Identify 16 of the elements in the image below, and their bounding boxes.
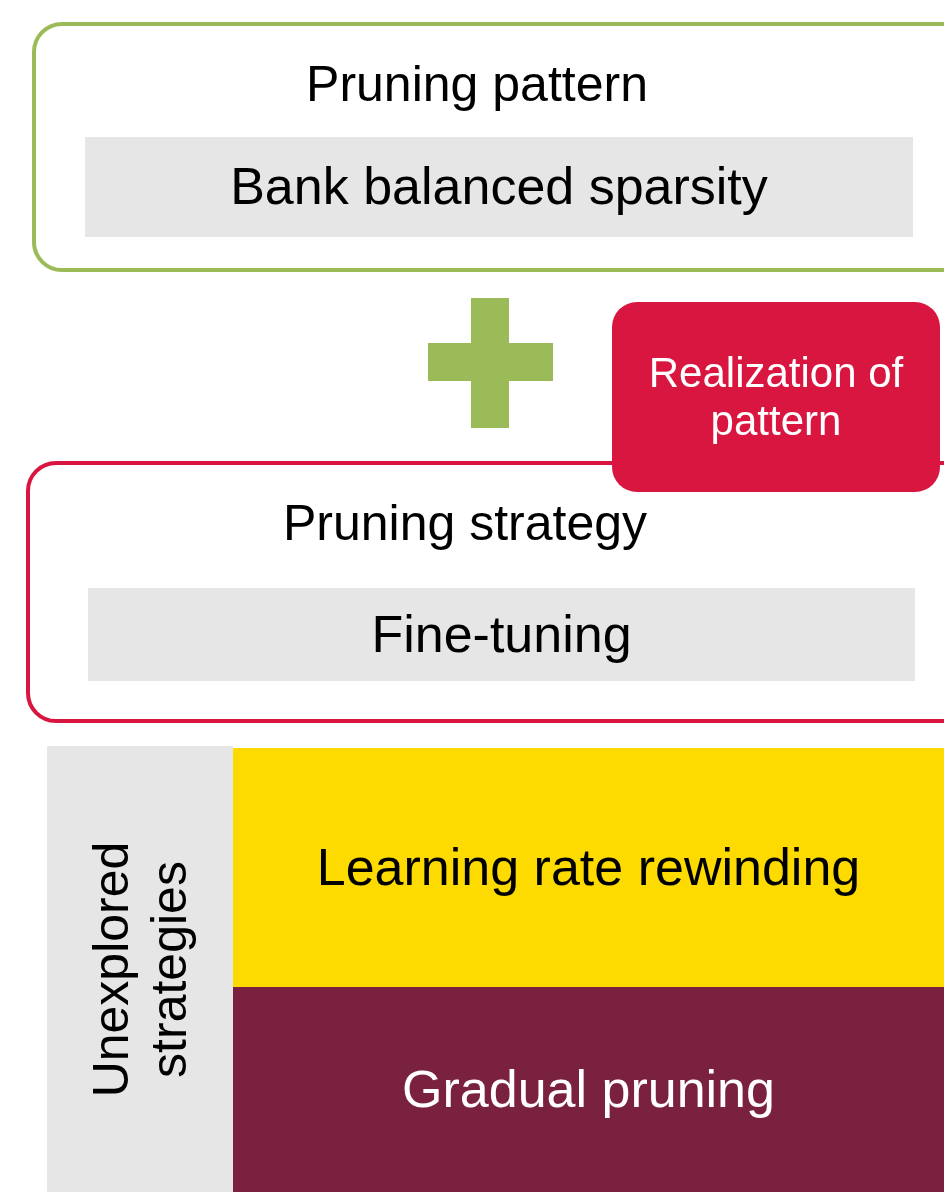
callout-badge: [612, 302, 940, 492]
strategy-band: [233, 987, 944, 1192]
panel-title: Pruning strategy: [282, 495, 648, 553]
band-text: Bank balanced sparsity: [230, 157, 768, 217]
badge-text: Realization of pattern: [647, 348, 905, 446]
item-band: [88, 588, 915, 681]
item-band: [85, 137, 913, 237]
band-label: Unexplored strategies: [82, 840, 197, 1099]
strategy-band: [233, 748, 944, 987]
panel-title: Pruning pattern: [306, 56, 648, 114]
band-text: Fine-tuning: [371, 604, 632, 665]
band-text: Learning rate rewinding: [316, 837, 861, 898]
category-panel: [32, 22, 944, 272]
band-text: Gradual pruning: [402, 1059, 775, 1120]
category-panel: [26, 461, 944, 723]
side-band: [47, 746, 233, 1192]
